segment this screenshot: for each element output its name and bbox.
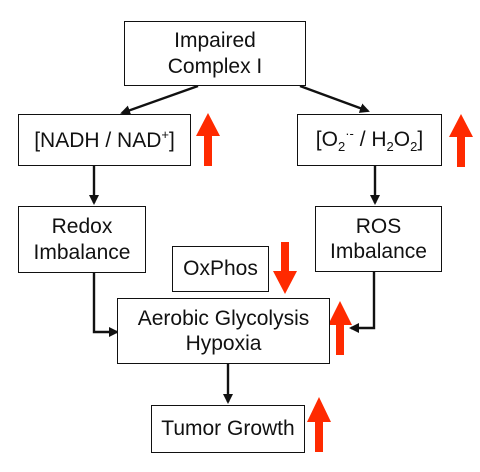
arrow-complex-to-nadh [120, 84, 199, 116]
arrow-complex-to-o2 [299, 84, 370, 113]
redox-label: Redox [51, 215, 113, 239]
o2-h2o2-box: [O2·- / H2O2] [297, 114, 442, 166]
tumor-up-arrow-icon [307, 397, 331, 452]
oxphos-label: OxPhos [183, 257, 258, 281]
ros-imbalance-label: Imbalance [330, 240, 427, 263]
hypoxia-label: Hypoxia [185, 332, 262, 355]
complex-label: Complex I [167, 54, 263, 78]
redox-imbalance-box: Redox Imbalance [18, 206, 146, 273]
impaired-label: Impaired [174, 29, 256, 53]
ros-imbalance-box: ROS Imbalance [315, 206, 442, 272]
impaired-complex-box: Impaired Complex I [124, 21, 306, 86]
tumor-growth-label: Tumor Growth [161, 417, 295, 441]
ros-label: ROS [355, 214, 402, 238]
aerobic-glycolysis-box: Aerobic Glycolysis Hypoxia [117, 298, 330, 364]
nadh-up-arrow-icon [196, 113, 220, 166]
arrow-redox-to-aerobic [92, 273, 119, 337]
redox-imbalance-label: Imbalance [33, 240, 131, 264]
oxphos-box: OxPhos [172, 246, 269, 292]
o2-h2o2-label: [O2·- / H2O2] [315, 125, 424, 154]
tumor-growth-box: Tumor Growth [151, 405, 305, 453]
o2-up-arrow-icon [449, 114, 473, 167]
oxphos-down-arrow-icon [273, 242, 297, 294]
nadh-ratio-box: [NADH / NAD+] [18, 114, 191, 166]
aerobic-glycolysis-label: Aerobic Glycolysis [137, 306, 310, 330]
nadh-ratio-label: [NADH / NAD+] [34, 126, 175, 152]
arrow-ros-to-aerobic [349, 272, 376, 333]
aerobic-up-arrow-icon [328, 301, 352, 355]
